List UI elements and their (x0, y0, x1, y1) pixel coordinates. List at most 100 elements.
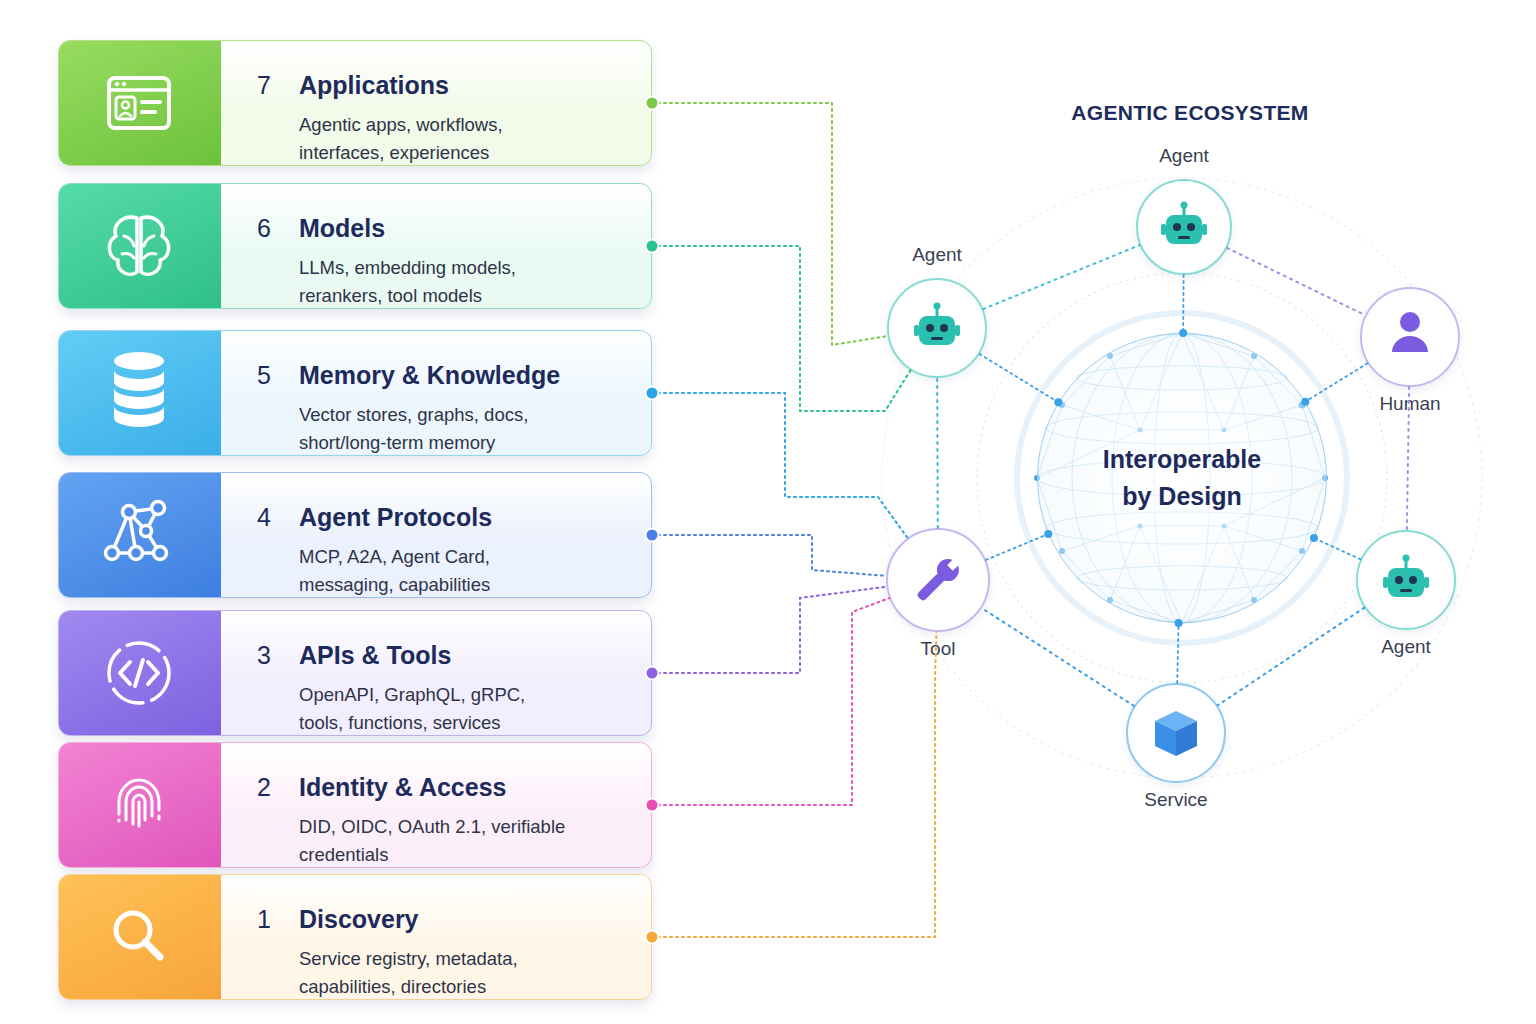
layer-icon (141, 217, 169, 274)
layer-icon-block (59, 743, 221, 867)
layer-icon (142, 110, 155, 114)
dotted-connector (652, 103, 888, 345)
layer-title: Models (299, 214, 385, 243)
dotted-connector (1218, 608, 1365, 706)
stack-layer: 5Memory & KnowledgeVector stores, graphs… (58, 330, 652, 456)
connector-dot (646, 799, 659, 812)
layer-icon (122, 102, 129, 109)
connector-dot (646, 667, 659, 680)
node-label: Human (1379, 393, 1440, 415)
layer-icon (145, 942, 160, 957)
dotted-connector (652, 535, 886, 576)
center-sphere: Interoperable by Design (1037, 333, 1327, 623)
orbit-ring (1017, 313, 1347, 643)
layer-icon (106, 78, 170, 957)
connector-dot (1175, 619, 1183, 627)
connector-dot (1301, 398, 1309, 406)
agent-icon (1383, 555, 1429, 598)
connector-dot (1179, 329, 1187, 337)
dotted-connector (1314, 538, 1361, 559)
layer-description: LLMs, embedding models, rerankers, tool … (299, 254, 567, 309)
stack-layer: 6 ModelsLLMs, embedding models, rerankers… (58, 183, 652, 309)
ecosystem-node: Agent (1356, 530, 1456, 630)
dotted-connector (1177, 623, 1178, 683)
layer-icon (114, 352, 164, 427)
layer-number: 4 (257, 503, 271, 532)
node-label: Agent (912, 244, 962, 266)
layer-icon (114, 406, 164, 427)
layer-number: 2 (257, 773, 271, 802)
dotted-connector (652, 393, 908, 538)
dotted-connector (1227, 248, 1365, 315)
dotted-connector (983, 245, 1139, 309)
agent-icon (914, 202, 1429, 598)
layer-icon (152, 502, 165, 515)
layer-number: 7 (257, 71, 271, 100)
layer-icon (109, 643, 169, 703)
layer-icon (154, 547, 167, 560)
wrench-icon (932, 555, 963, 586)
layer-icon (112, 508, 160, 553)
layer-description: DID, OIDC, OAuth 2.1, verifiable credent… (299, 813, 567, 868)
sphere-mesh (1037, 333, 1327, 623)
layer-number: 6 (257, 214, 271, 243)
layer-icon (119, 780, 159, 826)
layer-description: OpenAPI, GraphQL, gRPC, tools, functions… (299, 681, 567, 736)
layer-icon (116, 913, 150, 947)
node-label: Tool (921, 638, 956, 660)
dotted-connector (652, 246, 910, 411)
layer-icon (142, 100, 160, 104)
wrench-icon (947, 557, 960, 570)
dotted-connector (1407, 387, 1409, 530)
layer-icon-block (59, 473, 221, 597)
connector-dot (646, 931, 659, 944)
layer-icon (106, 547, 119, 560)
connector-dot (646, 529, 659, 542)
layer-icon (122, 236, 156, 258)
ecosystem-node: Service (1126, 683, 1226, 783)
dotted-connector (980, 354, 1059, 402)
layer-icon (114, 370, 164, 391)
layer-icon (120, 660, 158, 686)
node-label: Agent (1159, 145, 1209, 167)
connector-dot (1044, 530, 1052, 538)
connector-dot (646, 240, 659, 253)
layer-icon-block (59, 41, 221, 165)
dotted-connector (1182, 275, 1184, 333)
layer-icon (109, 217, 137, 274)
layer-icon (122, 82, 126, 86)
stack-layer: 2 Identity & AccessDID, OIDC, OAuth 2.1, … (58, 742, 652, 868)
dotted-connector (986, 534, 1048, 560)
diagram-title: AGENTIC ECOSYSTEM (990, 101, 1390, 125)
cube-icon (1155, 711, 1197, 756)
ecosystem-node: Agent (887, 278, 987, 378)
ecosystem-node: Human (1360, 287, 1460, 387)
human-icon (1400, 312, 1420, 332)
layer-icon (120, 113, 131, 116)
layer-icon (114, 388, 164, 409)
orbit-ring (977, 273, 1387, 683)
layer-title: Memory & Knowledge (299, 361, 560, 390)
human-icon (1392, 336, 1428, 352)
layer-icon-block (59, 184, 221, 308)
layer-number: 3 (257, 641, 271, 670)
layer-icon (115, 82, 119, 86)
layer-description: Service registry, metadata, capabilities… (299, 945, 567, 1000)
layer-icon-block (59, 611, 221, 735)
ecosystem-node: Tool (886, 528, 990, 632)
stack-layer: 3APIs & ToolsOpenAPI, GraphQL, gRPC, too… (58, 610, 652, 736)
layer-icon (123, 506, 136, 519)
stack-layer: 1DiscoveryService registry, metadata, ca… (58, 874, 652, 1000)
connector-dot (646, 387, 659, 400)
wrench-icon (912, 552, 966, 606)
layer-number: 1 (257, 905, 271, 934)
agent-icon (1161, 202, 1207, 245)
layer-description: MCP, A2A, Agent Card, messaging, capabil… (299, 543, 567, 598)
layer-title: Identity & Access (299, 773, 506, 802)
wrench-icon (916, 572, 946, 602)
human-icon (1392, 312, 1428, 352)
layer-icon (109, 88, 169, 92)
layer-title: Agent Protocols (299, 503, 492, 532)
